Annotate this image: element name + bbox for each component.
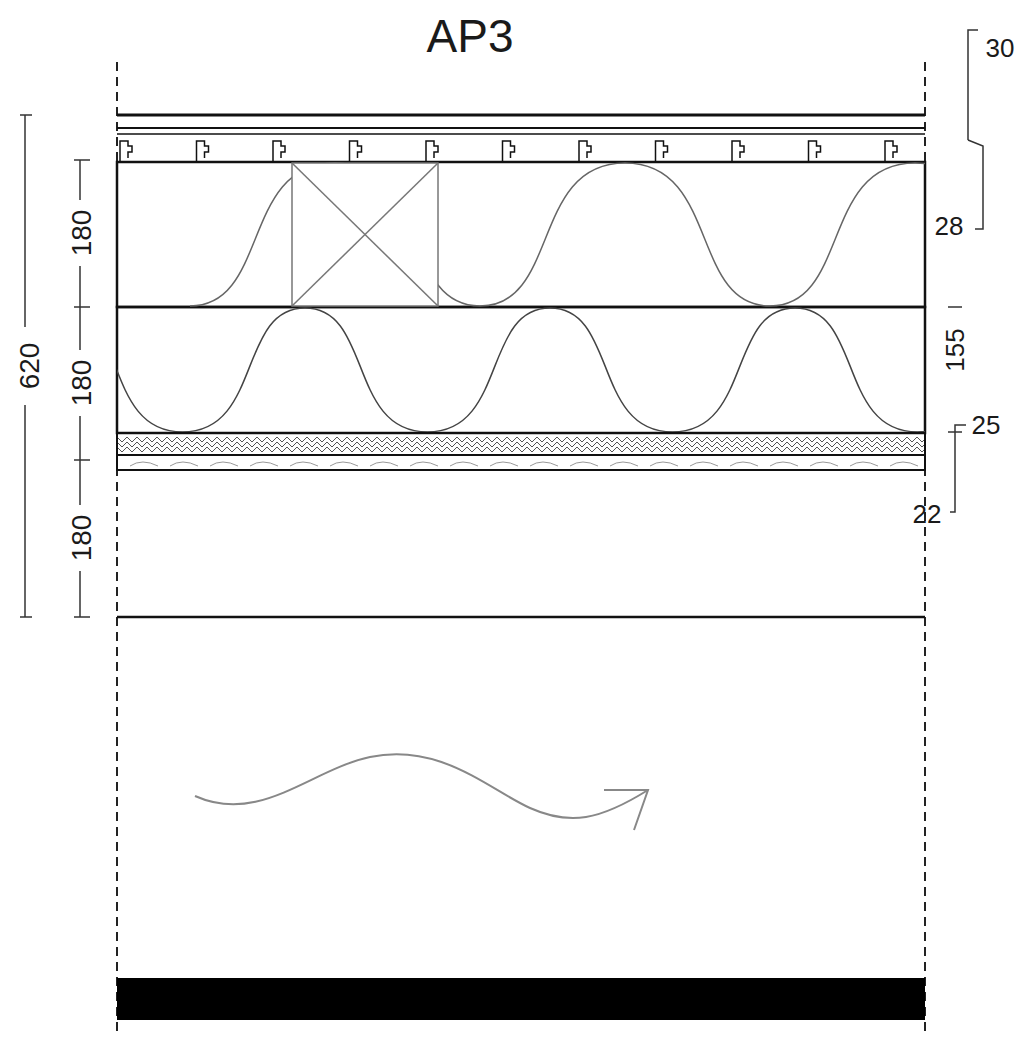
layer-thickness: 155 bbox=[942, 328, 968, 371]
airflow-arrow bbox=[195, 754, 648, 818]
layer-thickness: 28 bbox=[935, 213, 964, 239]
dimension-total: 620 bbox=[16, 343, 44, 390]
board-layer bbox=[120, 141, 897, 162]
ground-slab bbox=[117, 978, 925, 1020]
layer-thickness: 22 bbox=[913, 501, 942, 527]
fibre-board bbox=[117, 433, 925, 455]
leader-lines bbox=[948, 30, 983, 512]
dimension-value: 180 bbox=[68, 210, 96, 257]
layer-thickness: 30 bbox=[986, 35, 1015, 61]
dimension-value: 180 bbox=[68, 515, 96, 562]
section-title: AP3 bbox=[427, 13, 514, 59]
insulation bbox=[190, 163, 925, 306]
sheathing-board bbox=[117, 455, 925, 470]
layer-thickness: 25 bbox=[972, 412, 1001, 438]
timber-stud bbox=[292, 163, 438, 306]
dimension-value: 180 bbox=[68, 360, 96, 407]
insulation bbox=[117, 308, 925, 432]
